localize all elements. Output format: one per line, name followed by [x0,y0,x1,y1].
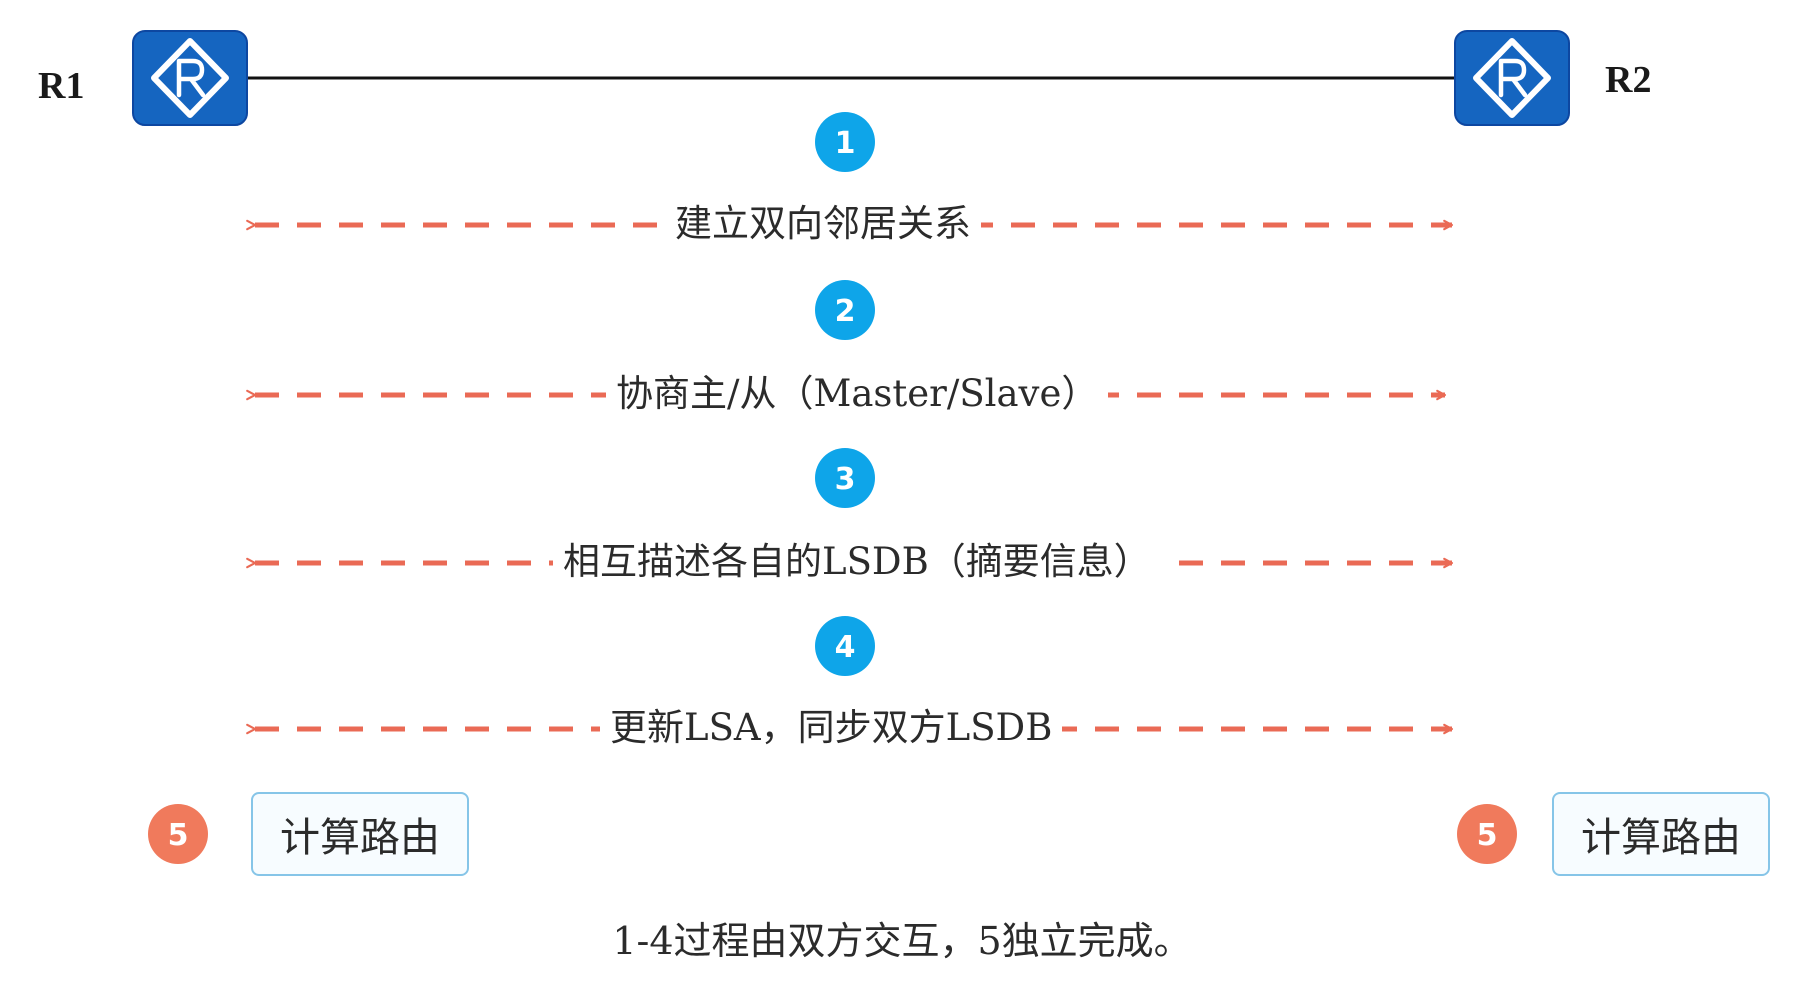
compute-route-label: 计算路由 [280,815,440,861]
step-2-badge: 2 [815,280,875,340]
step-1-badge: 1 [815,112,875,172]
svg-text:5: 5 [168,818,189,853]
step-5-badge-right: 5 [1457,804,1517,864]
router-icon [132,30,248,126]
svg-text:1: 1 [835,126,856,161]
router-icon [1454,30,1570,126]
step-5-badge-left: 5 [148,804,208,864]
step-2-text: 协商主/从（Master/Slave） [606,370,1109,418]
router-label-r2: R2 [1605,59,1652,101]
svg-text:3: 3 [835,462,856,497]
compute-route-box-left: 计算路由 [251,792,469,876]
step-1-text: 建立双向邻居关系 [665,200,981,248]
svg-text:4: 4 [835,630,856,665]
svg-text:2: 2 [835,294,856,329]
step-3-text: 相互描述各自的LSDB（摘要信息） [553,538,1161,586]
step-4-text: 更新LSA，同步双方LSDB [600,704,1063,752]
svg-text:5: 5 [1477,818,1498,853]
footer-note: 1-4过程由双方交互，5独立完成。 [612,919,1192,963]
step-4-badge: 4 [815,616,875,676]
step-3-badge: 3 [815,448,875,508]
compute-route-label: 计算路由 [1581,815,1741,861]
router-label-r1: R1 [38,65,85,107]
compute-route-box-right: 计算路由 [1552,792,1770,876]
